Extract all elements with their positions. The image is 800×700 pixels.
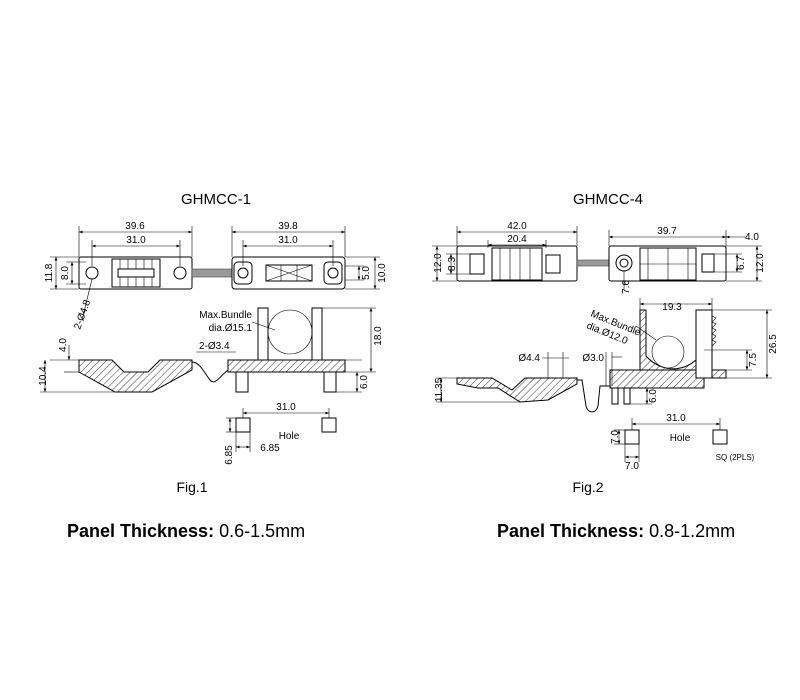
- fig2-dim-r-inner: 6.7: [736, 256, 747, 270]
- fig2-dim-h-small: 7.5: [748, 353, 759, 367]
- fig2-panel-label: Panel Thickness:: [497, 521, 645, 541]
- fig2-dim-w-left: 42.0: [507, 221, 527, 232]
- fig2-dim-tab-h: 7.6: [621, 280, 632, 294]
- fig1-panel-value: 0.6-1.5mm: [219, 521, 306, 541]
- fig2-dim-w-left-inner: 20.4: [507, 234, 527, 245]
- fig1-dim-hole-pitch: 31.0: [276, 402, 296, 413]
- fig1-dim-w-right-inner: 31.0: [278, 235, 298, 246]
- fig1-caption: Fig.1: [176, 479, 207, 495]
- fig2-panel-thickness: Panel Thickness: 0.8-1.2mm: [497, 521, 735, 542]
- fig2-dim-width-top: 19.3: [662, 302, 682, 313]
- fig1-panel-thickness: Panel Thickness: 0.6-1.5mm: [67, 521, 305, 542]
- fig2-dim-h-outer: 12.0: [433, 253, 444, 273]
- fig1-dim-w-right: 39.8: [278, 221, 298, 232]
- fig2-dim-hole-pitch: 31.0: [666, 413, 686, 424]
- fig2-dim-pin-dia-b: Ø3.0: [582, 353, 604, 364]
- fig1-dim-height-right: 18.0: [373, 326, 384, 346]
- fig1-bundle-line1: Max.Bundle: [199, 310, 252, 321]
- fig2-hole-view: 31.0 Hole 7.0 7.0 SQ (2PLS): [610, 413, 755, 472]
- fig1-dim-sq-v: 6.85: [224, 445, 235, 465]
- fig2-hole-label: Hole: [670, 433, 691, 444]
- fig2-sq-note: SQ (2PLS): [716, 453, 755, 462]
- fig1-dim-r-outer: 10.0: [377, 263, 388, 283]
- fig1-dim-side-low: 4.0: [58, 338, 69, 352]
- fig2-dim-h-total: 26.5: [768, 334, 779, 354]
- fig2-group: GHMCC-4 42.0: [432, 191, 779, 495]
- fig2-dim-sq-h: 7.0: [625, 461, 639, 472]
- fig1-hole-label: Hole: [279, 431, 300, 442]
- fig2-caption: Fig.2: [572, 479, 603, 495]
- fig2-title: GHMCC-4: [573, 191, 643, 208]
- fig2-dim-side-total: 11.35: [434, 377, 445, 402]
- fig1-dim-h-outer: 11.8: [44, 263, 55, 282]
- fig2-dim-pin-dia-a: Ø4.4: [518, 353, 540, 364]
- fig2-dim-right-tab: 4.0: [745, 232, 759, 243]
- fig2-dim-sq-v: 7.0: [610, 430, 621, 444]
- fig1-dim-w-left: 39.6: [125, 221, 145, 232]
- fig1-dim-sq-h: 6.85: [260, 443, 280, 454]
- fig1-dim-pin-dia: 2-Ø3.4: [199, 341, 230, 352]
- fig1-hole-view: 31.0 Hole 6.85 6.85: [224, 402, 337, 465]
- fig2-dim-r-outer: 12.0: [755, 253, 766, 273]
- fig1-side-view: Max.Bundle dia.Ø15.1 2-Ø3.4 18.0 6.0 4.0…: [38, 307, 384, 393]
- fig2-dim-w-right: 39.7: [657, 226, 677, 237]
- fig1-title: GHMCC-1: [181, 191, 251, 208]
- fig1-dim-r-small: 5.0: [361, 266, 372, 280]
- fig1-dim-foot: 6.0: [359, 375, 370, 389]
- fig1-dim-w-left-inner: 31.0: [126, 235, 146, 246]
- fig1-group: GHMCC-1 39.6: [38, 191, 388, 495]
- fig1-top-view: 39.6 31.0 39.8 31.0 11.8 8.0: [44, 221, 388, 331]
- fig1-bundle-line2: dia.Ø15.1: [209, 323, 253, 334]
- fig2-panel-value: 0.8-1.2mm: [649, 521, 736, 541]
- fig2-dim-foot: 6.0: [648, 389, 659, 403]
- fig1-dim-side-total: 10.4: [38, 366, 49, 386]
- fig1-dim-hole-dia: 2-Ø4.8: [72, 298, 93, 331]
- fig1-panel-label: Panel Thickness:: [67, 521, 215, 541]
- fig2-side-view: Max.Bundle dia.Ø12.0 19.3 Ø4.4 Ø3.0 26.5: [434, 298, 779, 413]
- fig1-dim-h-inner: 8.0: [60, 266, 71, 280]
- fig2-top-view: 42.0 20.4 39.7 4.0 12.0 8.3 6.7: [432, 221, 766, 294]
- fig2-dim-h-inner: 8.3: [447, 257, 458, 271]
